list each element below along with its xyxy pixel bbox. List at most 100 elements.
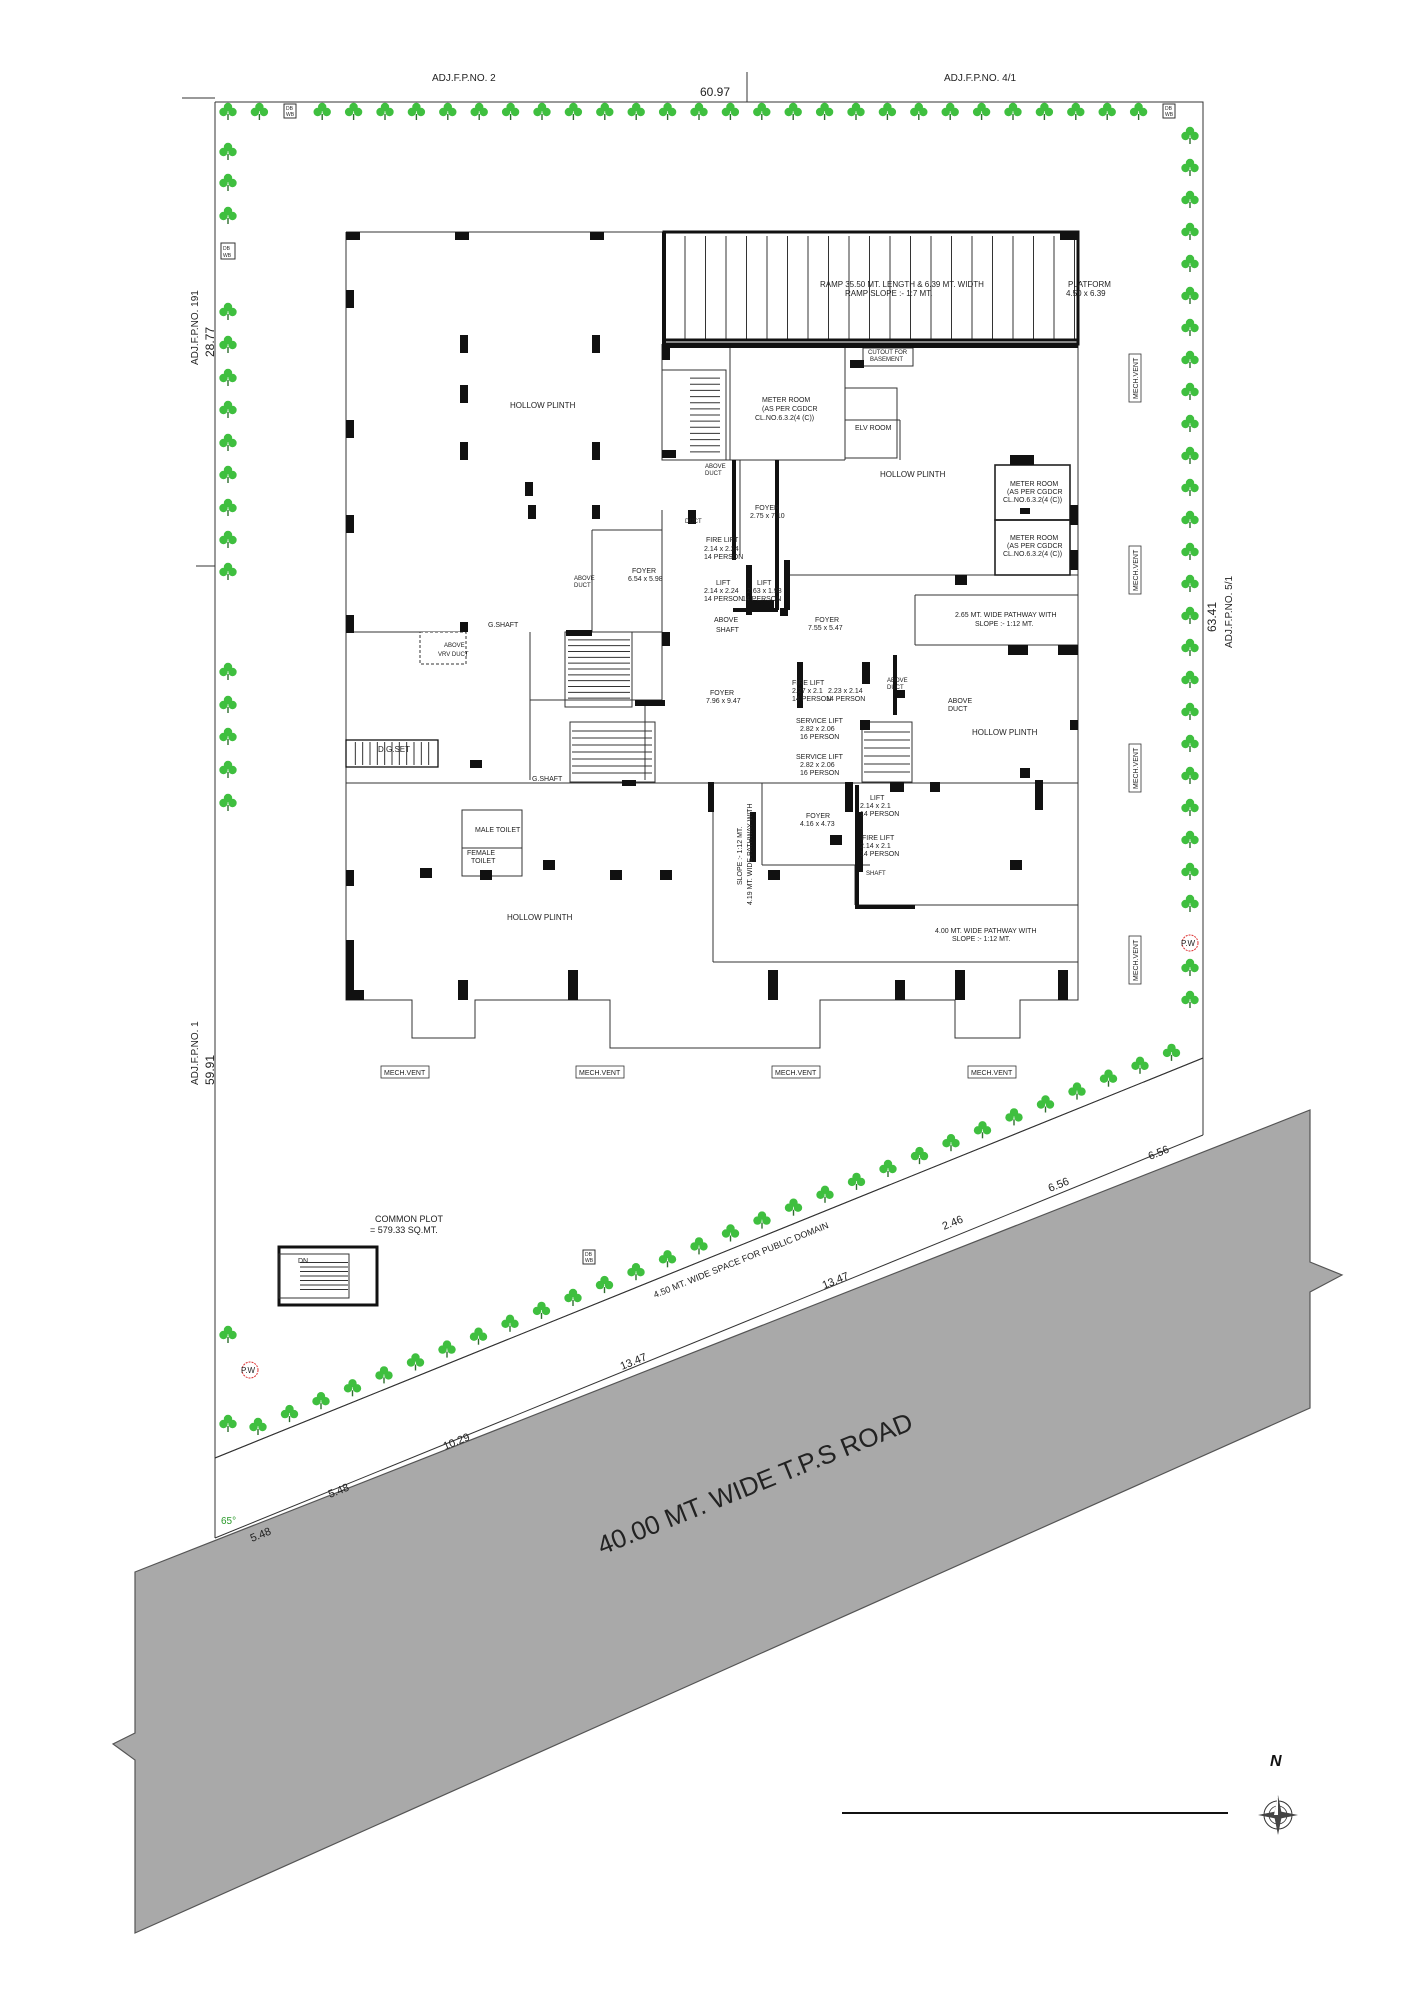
db-wb-marker-3: DB WB [220,242,236,260]
mech-vent: MECH.VENT [575,1065,625,1079]
label-fire-lift-1-size: 2.14 x 2.24 [704,546,739,553]
mech-vent-label: MECH.VENT [1133,549,1140,591]
mech-vents: MECH.VENT MECH.VENT MECH.VENT MECH.VENT MECH… [380,353,1142,1079]
public-domain-label: 4.50 MT. WIDE SPACE FOR PUBLIC DOMAIN [652,1220,830,1300]
angle-marker: 65° [221,1516,236,1527]
label-female-toilet: FEMALE [467,850,495,857]
db-label: DB [1165,106,1173,112]
tree-icon [1181,830,1199,848]
common-plot-area: = 579.33 SQ.MT. [370,1225,438,1235]
label-fire-lift-2: FIRE LIFT [862,835,895,842]
tree-icon [219,173,237,191]
label-fire-lift-1: FIRE LIFT [706,537,739,544]
label-male-toilet: MALE TOILET [475,827,521,834]
db-wb-marker-1: DB WB [283,103,297,119]
label-fire-lift-1-cap: 14 PERSON [704,554,743,561]
label-pathway-1b: SLOPE :- 1:12 MT. [975,621,1033,628]
label-g-shaft-2: G.SHAFT [532,776,563,783]
platform-label: PLATFORM [1068,280,1111,289]
adj-plot-east: ADJ.F.P.NO. 5/1 [1224,575,1235,648]
label-duct-3: DUCT [574,583,591,589]
tree-icon [376,102,394,120]
mech-vent-label: MECH.VENT [971,1070,1013,1077]
tree-icon [1181,894,1199,912]
tree-icon [532,1301,551,1319]
tree-icon [219,302,237,320]
common-plot-label: COMMON PLOT [375,1214,444,1224]
tree-icon [1181,862,1199,880]
label-foyer-2-size: 2.75 x 7.10 [750,513,785,520]
ramp-slope-label: RAMP SLOPE :- 1:7 MT. [845,289,932,298]
label-fire-lift-2-size: 2.14 x 2.1 [860,843,891,850]
platform-size: 4.50 x 6.39 [1066,289,1106,298]
tree-icon [1181,190,1199,208]
tree-icon [879,1159,897,1177]
tree-icon [1181,958,1199,976]
dg-set: D.G.SET [345,739,439,768]
tree-icon [1181,510,1199,528]
label-above-duct-2: ABOVE [574,576,595,582]
label-cutout-2: BASEMENT [870,357,903,363]
tree-icon [1181,158,1199,176]
tree-icon [219,793,237,811]
label-toilet: TOILET [471,858,496,865]
label-above-shaft: ABOVE [714,617,738,624]
tree-icon [753,1211,771,1229]
dim-east: 63.41 [1205,602,1219,632]
mech-vent: MECH.VENT [1128,545,1142,595]
tree-icon [344,102,363,120]
label-meter-room-3c: CL.NO.6.3.2(4 (C)) [1003,551,1062,558]
tree-icon [280,1404,299,1423]
tree-icon [219,400,237,418]
vrv-duct [419,631,467,665]
adj-plot-north-left: ADJ.F.P.NO. 2 [432,73,496,84]
label-above-duct-4: ABOVE [948,698,972,705]
tree-icon [219,102,237,120]
label-foyer-4-size: 7.96 x 9.47 [706,698,741,705]
adj-plot-west-top: ADJ.F.P.NO. 191 [190,290,201,365]
label-hollow-plinth-4: HOLLOW PLINTH [507,913,573,922]
tree-icon [219,662,237,680]
label-lift-3-cap: 14 PERSON [792,696,831,703]
label-lift-1-size: 2.14 x 2.24 [704,588,739,595]
label-service-lift-2-cap: 16 PERSON [800,770,839,777]
mech-vent: MECH.VENT [1128,743,1142,793]
tree-row-diagonal [249,1043,1181,1435]
tree-icon [1181,414,1199,432]
tree-icon [1129,102,1148,120]
label-elv-room: ELV ROOM [855,425,892,432]
mech-vent: MECH.VENT [771,1065,821,1079]
tree-row-right [1181,126,1199,1008]
tree-icon [1181,126,1199,144]
ramp-hatching [664,236,1078,342]
db-label: DB [585,1252,593,1258]
tree-icon [312,1392,330,1410]
tree-row-left [219,142,237,1432]
label-service-lift-1-size: 2.82 x 2.06 [800,726,835,733]
label-hollow-plinth-2: HOLLOW PLINTH [880,470,946,479]
tree-icon [1181,638,1199,656]
mech-vent-label: MECH.VENT [579,1070,621,1077]
tree-icon [972,102,991,120]
tree-icon [627,1263,645,1281]
tree-icon [564,1288,582,1306]
tree-icon [1067,102,1085,120]
tree-icon [313,102,331,120]
stair-center-low [569,721,656,783]
tree-icon [1181,222,1199,240]
tree-icon [1181,318,1199,336]
column-walls [346,232,1078,1000]
label-lift-1-cap: 14 PERSON [704,596,743,603]
label-duct-4: DUCT [887,685,904,691]
road-dim-8: 6.56 [1147,1144,1171,1163]
tree-icon [815,102,834,120]
label-service-lift-1-cap: 16 PERSON [800,734,839,741]
tree-icon [219,760,237,778]
label-duct-1: DUCT [705,471,722,477]
tree-icon [1181,350,1199,368]
mech-vent-label: MECH.VENT [384,1070,426,1077]
label-meter-room-2c: CL.NO.6.3.2(4 (C)) [1003,497,1062,504]
tree-icon [406,1353,425,1371]
mech-vent: MECH.VENT [967,1065,1017,1079]
